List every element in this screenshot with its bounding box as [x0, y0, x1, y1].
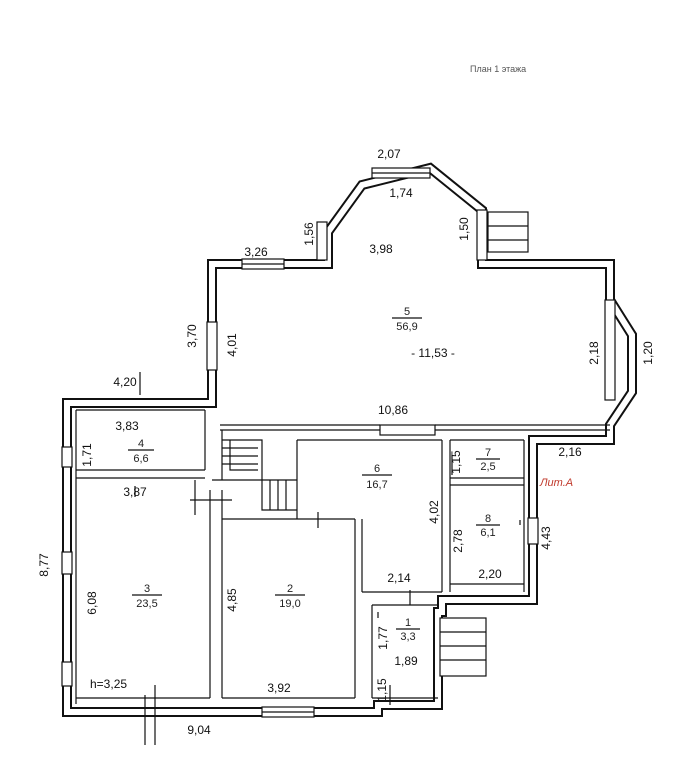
dimension-label: 1,50: [457, 217, 471, 241]
room-number: 5: [404, 306, 410, 318]
dimension-label: 4,02: [427, 500, 441, 524]
dimension-label: 3,83: [115, 419, 139, 433]
room-area: 6,1: [480, 527, 495, 539]
dimension-label: 1,74: [389, 186, 413, 200]
room-area: 16,7: [366, 479, 387, 491]
tick-marks: [134, 372, 521, 745]
height-label: h=3,25: [90, 677, 127, 691]
dimension-label: 1,77: [376, 626, 390, 650]
room-area: 19,0: [279, 598, 300, 610]
dimension-label: 3,70: [185, 324, 199, 348]
dimension-label: 1,20: [641, 341, 655, 365]
dimension-label: 1,71: [80, 443, 94, 467]
dimension-label: 3,26: [244, 245, 268, 259]
dimension-label: 2,16: [558, 445, 582, 459]
dimension-label: 4,85: [225, 588, 239, 612]
room-area: 23,5: [136, 598, 157, 610]
windows: [61, 167, 616, 718]
dimension-label: 9,04: [187, 723, 211, 737]
dimension-label: 3,87: [123, 485, 147, 499]
room-area: 6,6: [133, 453, 148, 465]
lit-label: Лит.А: [539, 477, 573, 489]
dimension-label: 4,43: [539, 526, 553, 550]
dimension-label: 4,01: [225, 333, 239, 357]
dimension-label: 3,92: [267, 681, 291, 695]
dimension-label: 2,18: [587, 341, 601, 365]
dimension-label: 1,89: [394, 654, 418, 668]
dimension-label: 1,56: [302, 222, 316, 246]
room-number: 2: [287, 583, 293, 595]
dimension-labels: 2,07 1,74 1,56 1,50 3,98 3,26 3,70 4,01 …: [37, 147, 655, 737]
dimension-label: 2,14: [387, 571, 411, 585]
room-area: 3,3: [400, 631, 415, 643]
dimension-label: 2,78: [451, 529, 465, 553]
dimension-label: 1,15: [375, 678, 389, 702]
room-number: 7: [485, 447, 491, 459]
dimension-label: 2,20: [478, 567, 502, 581]
dimension-label: 4,20: [113, 375, 137, 389]
room-number: 1: [405, 617, 411, 629]
dimension-label: - 11,53 -: [411, 346, 455, 360]
interior-walls: [75, 409, 610, 704]
dimension-label: 1,15: [449, 450, 463, 474]
room-number: 6: [374, 463, 380, 475]
plan-title: План 1 этажа: [470, 64, 526, 74]
room-labels: 5 56,9 4 6,6 6 16,7 7 2,5 8 6,1 3 23,5 2…: [128, 306, 500, 643]
dimension-label: 10,86: [378, 403, 408, 417]
dimension-label: 3,98: [369, 242, 393, 256]
room-area: 2,5: [480, 461, 495, 473]
stairs: [222, 439, 297, 511]
room-number: 3: [144, 583, 150, 595]
room-number: 8: [485, 513, 491, 525]
room-area: 56,9: [396, 321, 417, 333]
room-number: 4: [138, 438, 144, 450]
dimension-label: 6,08: [85, 591, 99, 615]
dimension-label: 8,77: [37, 553, 51, 577]
dimension-label: 2,07: [377, 147, 401, 161]
outer-walls: [62, 162, 637, 717]
